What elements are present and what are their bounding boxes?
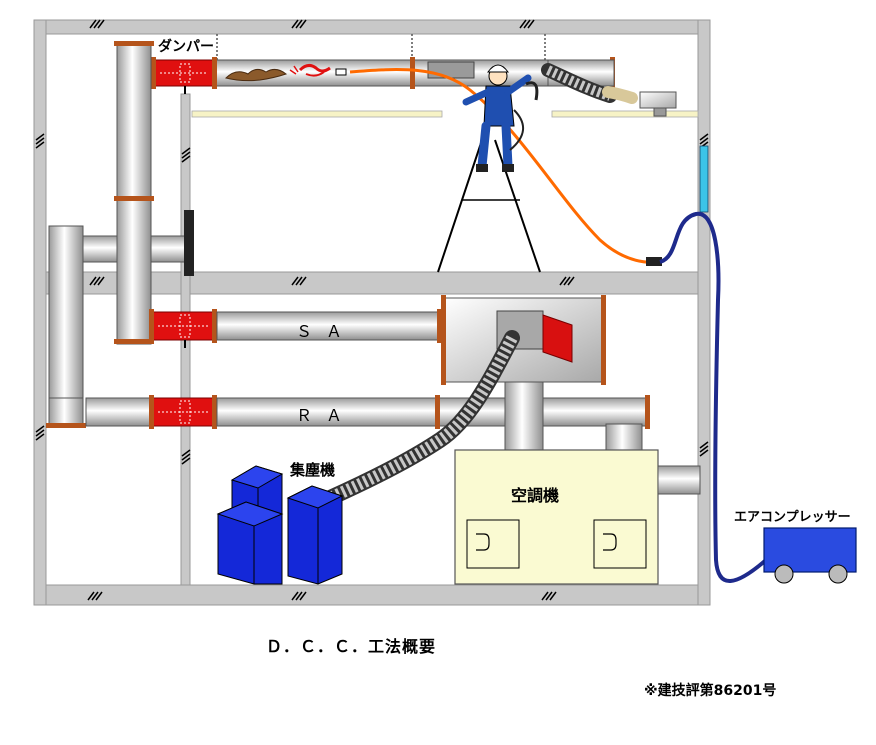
damper-upper	[151, 57, 217, 94]
sa-label: ＳＡ	[296, 322, 357, 341]
ra-duct	[85, 395, 650, 429]
cleaning-nozzle-icon	[289, 63, 347, 77]
dust-debris	[225, 68, 288, 82]
duct-flange	[410, 57, 415, 89]
air-conditioner-unit	[454, 449, 701, 585]
ahu-chamber	[441, 295, 643, 451]
open-access-door	[542, 314, 573, 363]
wall-diffuser	[184, 210, 194, 276]
sa-duct	[149, 309, 442, 348]
right-wall	[697, 19, 711, 606]
ra-label: ＲＡ	[296, 406, 357, 425]
left-wall	[33, 19, 47, 606]
worker-icon	[437, 64, 541, 273]
diagram-title: Ｄ．Ｃ．Ｃ．工法概要	[266, 637, 437, 656]
roof-slab	[33, 19, 711, 35]
orange-air-hose	[349, 68, 661, 264]
damper-label: ダンパー	[158, 39, 214, 55]
dust-collector-icon	[216, 465, 344, 585]
air-conditioner-label: 空調機	[511, 486, 560, 505]
vertical-riser-duct	[114, 41, 154, 345]
compressor-air-hose	[659, 211, 768, 583]
certification-number: ※建技評第86201号	[644, 683, 777, 699]
air-compressor-label: エアコンプレッサー	[734, 510, 851, 525]
air-compressor-icon	[659, 145, 857, 584]
floor-slab	[33, 584, 711, 606]
right-exhaust-duct	[541, 59, 677, 117]
hatch-marks	[35, 19, 709, 601]
left-branch-duct	[46, 210, 194, 428]
hanger-rods	[216, 34, 546, 62]
duct-inspection-opening	[427, 61, 475, 79]
ceiling-board-right	[551, 110, 699, 118]
ceiling-board-left	[191, 110, 443, 118]
dust-collector-label: 集塵機	[290, 461, 336, 479]
